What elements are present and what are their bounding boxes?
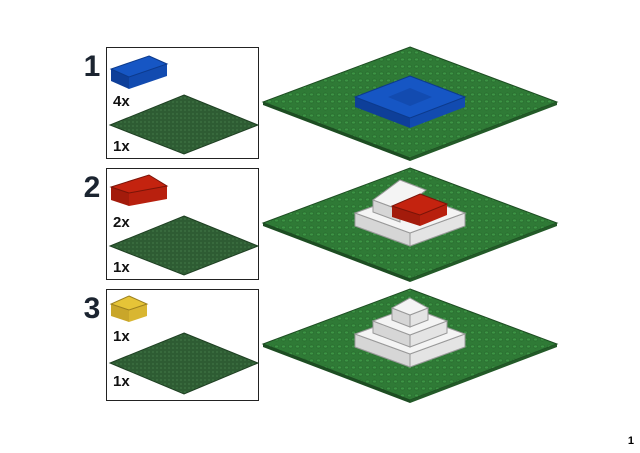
part-quantity: 1x [113,328,130,345]
step-number: 1 [83,50,101,83]
yellow-brick-icon [109,295,149,322]
step-1-model [261,46,559,161]
parts-illustration [108,55,260,155]
part-quantity: 1x [113,373,130,390]
blue-brick-icon [109,55,169,89]
part-quantity: 1x [113,259,130,276]
part-quantity: 4x [113,93,130,110]
step-number: 2 [83,171,101,204]
baseplate-icon [108,215,260,276]
step-2-parts-box: 2x 1x [106,168,260,280]
baseplate-icon [108,332,260,395]
parts-illustration [108,295,260,395]
step-3-model [261,288,559,403]
step-1-parts-box: 4x 1x [106,47,260,159]
step-3-parts-box: 1x 1x [106,289,260,401]
part-quantity: 2x [113,214,130,231]
page-number: 1 [627,435,634,447]
baseplate-icon [108,94,260,155]
red-brick-icon [109,174,169,206]
step-number: 3 [83,292,101,325]
part-quantity: 1x [113,138,130,155]
step-2-model [261,167,559,282]
parts-illustration [108,174,260,276]
